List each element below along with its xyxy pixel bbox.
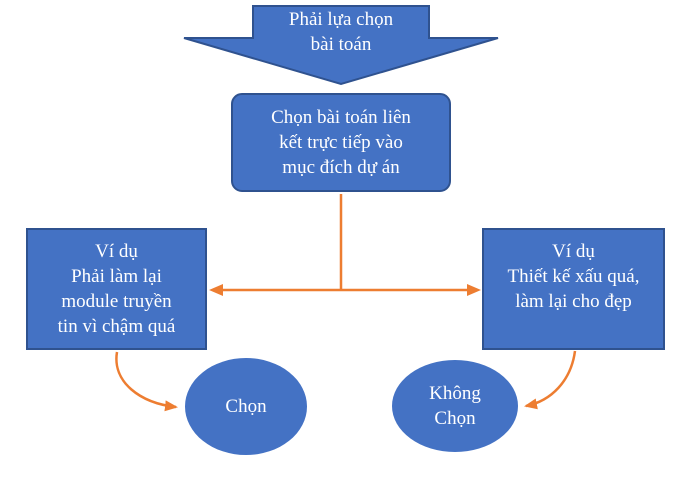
label-line: Không [429, 383, 481, 404]
label-line: Ví dụ [95, 241, 138, 262]
label-line: Ví dụ [552, 241, 595, 262]
label-line: Phải làm lại [71, 266, 162, 287]
goal-box: Chọn bài toán liên kết trực tiếp vào mục… [231, 93, 451, 192]
label-line: làm lại cho đẹp [515, 291, 632, 312]
label-line: kết trực tiếp vào [279, 132, 403, 153]
label-line: module truyền [61, 291, 172, 312]
right-example-box: Ví dụ Thiết kế xấu quá, làm lại cho đẹp [482, 228, 665, 350]
label-line: mục đích dự án [282, 157, 400, 178]
label-line: Chọn [434, 408, 476, 429]
top-arrow-label: Phải lựa chọn bài toán [253, 7, 429, 57]
left-example-box: Ví dụ Phải làm lại module truyền tin vì … [26, 228, 207, 350]
choose-ellipse: Chọn [185, 358, 307, 455]
not-choose-ellipse: Không Chọn [392, 360, 518, 452]
curved-arrow-to-not-choose [524, 350, 577, 410]
label-line: bài toán [310, 34, 372, 55]
down-arrow-shape [183, 5, 499, 86]
arrowhead-right [467, 284, 481, 296]
label-line: Phải lựa chọn [288, 9, 394, 30]
label-line: tin vì chậm quá [57, 316, 176, 337]
label-line: Chọn [225, 396, 267, 417]
curved-arrow-to-choose [115, 351, 178, 412]
label-line: Thiết kế xấu quá, [507, 266, 640, 287]
label-line: Chọn bài toán liên [271, 107, 411, 128]
arrowhead-left [209, 284, 223, 296]
